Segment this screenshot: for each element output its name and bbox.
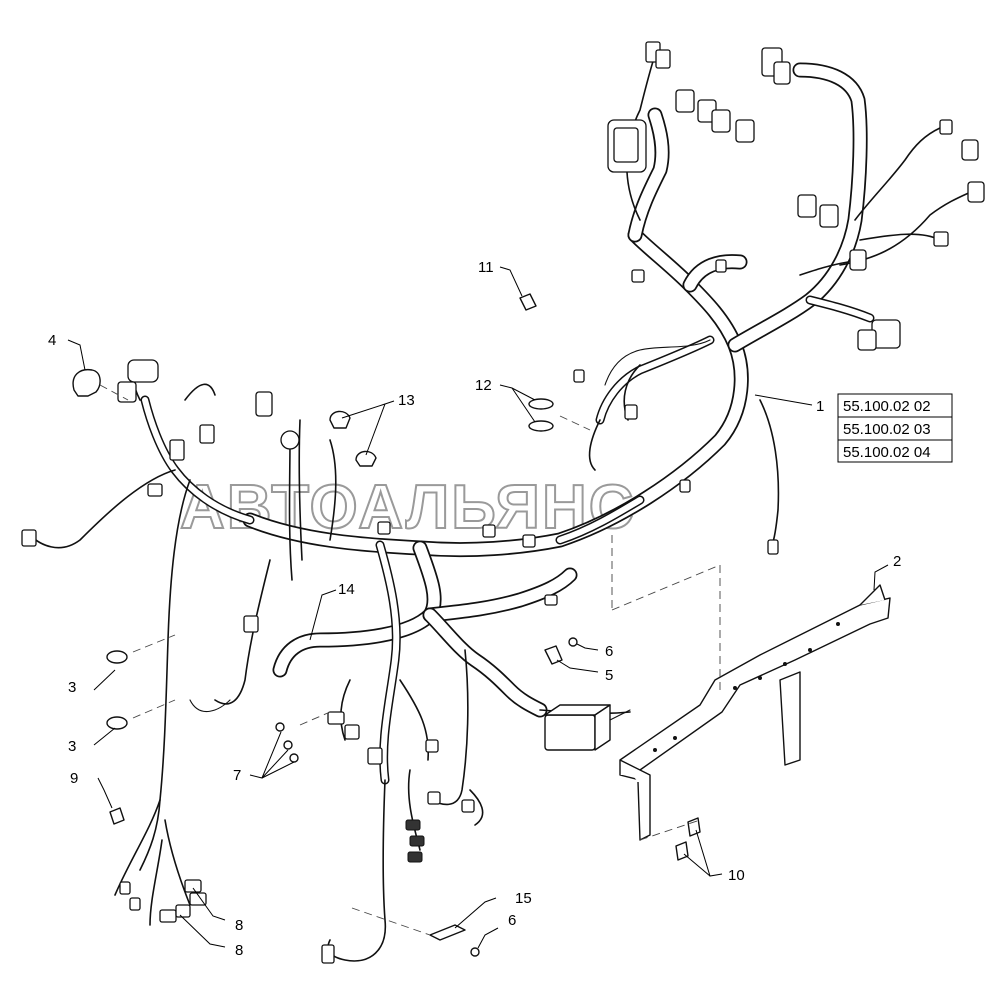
main-harness-bundle — [242, 62, 868, 718]
callout-8-upper: 8 — [235, 917, 243, 934]
bracket-part-2 — [619, 584, 891, 841]
callout-labels: 1 2 3 3 4 5 6 6 7 8 8 9 10 11 12 13 14 1… — [48, 259, 901, 959]
callout-9: 9 — [70, 770, 78, 787]
callout-6-upper: 6 — [605, 643, 613, 660]
screw-part-6-upper — [568, 637, 578, 647]
watermark-text: АВТОАЛЬЯНС — [180, 473, 636, 542]
bracket-part-15 — [429, 924, 466, 941]
clamp-part-13-lower — [355, 450, 377, 467]
callout-14: 14 — [338, 581, 355, 598]
screw-part-6-lower — [470, 947, 480, 957]
harness-connectors — [21, 41, 985, 964]
grommet-part-11 — [519, 293, 537, 311]
callout-leader-lines — [67, 266, 889, 949]
ring-part-3-lower — [106, 716, 128, 730]
callout-3-upper: 3 — [68, 679, 76, 696]
callout-3-lower: 3 — [68, 738, 76, 755]
callout-11: 11 — [478, 259, 494, 276]
callout-1: 1 — [816, 398, 824, 415]
callout-15: 15 — [515, 890, 532, 907]
clamp-part-13-upper — [329, 410, 351, 429]
screws-part-7 — [275, 722, 299, 763]
callout-8-lower: 8 — [235, 942, 243, 959]
assembly-dashed-lines — [99, 384, 721, 936]
callout-7: 7 — [233, 767, 241, 784]
clip-part-9 — [109, 807, 125, 825]
reference-code-2: 55.100.02 03 — [843, 421, 931, 438]
reference-code-3: 55.100.02 04 — [843, 444, 931, 461]
callout-5: 5 — [605, 667, 613, 684]
clamp-part-12-lower — [528, 420, 554, 432]
clamp-part-12-upper — [528, 398, 554, 410]
module-part-5 — [544, 704, 631, 751]
callout-6-lower: 6 — [508, 912, 516, 929]
callout-2: 2 — [893, 553, 901, 570]
ring-part-3-upper — [106, 650, 128, 664]
callout-4: 4 — [48, 332, 56, 349]
bolts-part-10 — [675, 817, 701, 861]
reference-code-1: 55.100.02 02 — [843, 398, 931, 415]
callout-10: 10 — [728, 867, 745, 884]
reference-box: 55.100.02 02 55.100.02 03 55.100.02 04 — [837, 393, 953, 463]
connector-round-left — [127, 359, 159, 383]
clip-part-5 — [544, 645, 563, 665]
clamp-part-4 — [72, 368, 101, 397]
callout-12: 12 — [475, 377, 492, 394]
callout-13: 13 — [398, 392, 415, 409]
